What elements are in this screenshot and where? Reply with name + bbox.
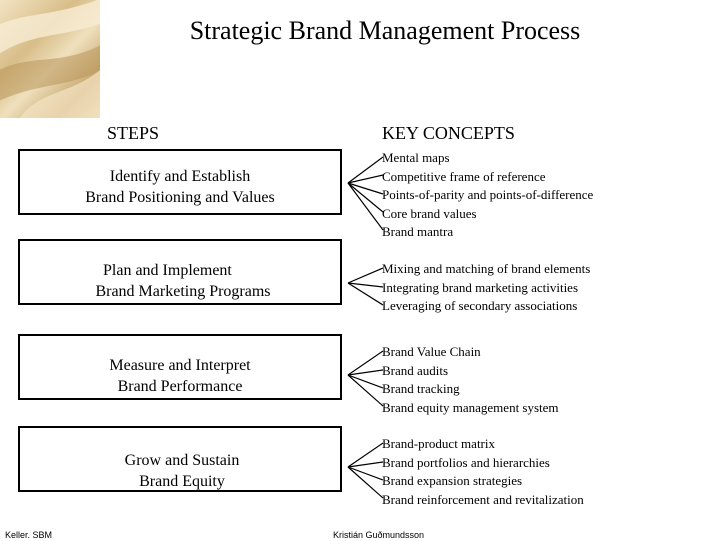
arrow-line bbox=[347, 350, 384, 376]
page-title: Strategic Brand Management Process bbox=[189, 16, 581, 45]
arrow-line bbox=[347, 282, 384, 288]
concept-list-measure: Brand Value Chain Brand audits Brand tra… bbox=[382, 343, 559, 417]
step-label-line1: Grow and Sustain bbox=[124, 452, 240, 469]
concept-item: Brand tracking bbox=[382, 381, 460, 396]
concept-item: Brand mantra bbox=[382, 224, 454, 239]
arrow-group-plan bbox=[347, 267, 384, 306]
step-label-measure: Measure and Interpret Brand Performance bbox=[30, 355, 330, 397]
step-label-line2: Brand Performance bbox=[117, 378, 243, 395]
concept-item: Brand reinforcement and revitalization bbox=[382, 491, 584, 507]
arrow-line bbox=[347, 466, 384, 499]
concept-item: Mental maps bbox=[382, 150, 450, 165]
step-label-identify: Identify and Establish Brand Positioning… bbox=[30, 166, 330, 208]
concept-item: Mixing and matching of brand elements bbox=[382, 261, 591, 276]
concept-list-plan: Mixing and matching of brand elements In… bbox=[382, 260, 590, 316]
step-label-grow: Grow and Sustain Brand Equity bbox=[32, 450, 332, 492]
step-box-grow bbox=[18, 426, 342, 492]
arrow-line bbox=[347, 369, 384, 376]
arrow-line bbox=[347, 466, 384, 481]
arrow-line bbox=[347, 182, 384, 231]
concept-item: Brand audits bbox=[382, 362, 449, 378]
footer-source: Keller. SBM bbox=[5, 530, 53, 540]
arrow-line bbox=[347, 174, 384, 184]
key-concepts-heading: KEY CONCEPTS bbox=[382, 123, 515, 143]
step-label-plan: Plan and Implement Brand Marketing Progr… bbox=[33, 260, 333, 302]
concept-item: Integrating brand marketing activities bbox=[382, 279, 579, 295]
concept-item: Points-of-parity and points-of-differenc… bbox=[382, 187, 594, 202]
step-label-line1: Identify and Establish bbox=[109, 168, 251, 185]
steps-heading: STEPS bbox=[107, 123, 160, 143]
step-box-measure bbox=[18, 334, 342, 400]
arrow-line bbox=[347, 374, 384, 407]
step-label-line2: Brand Positioning and Values bbox=[85, 189, 275, 206]
concept-item: Brand-product matrix bbox=[382, 436, 495, 451]
step-box-identify bbox=[18, 149, 342, 215]
concept-item: Brand equity management system bbox=[382, 399, 559, 415]
arrow-line bbox=[347, 442, 384, 468]
concept-item: Leveraging of secondary associations bbox=[382, 298, 578, 313]
arrow-line bbox=[347, 374, 384, 389]
arrow-line bbox=[347, 182, 384, 195]
concept-item: Competitive frame of reference bbox=[382, 168, 546, 184]
arrow-line bbox=[347, 182, 384, 213]
arrow-line bbox=[347, 156, 384, 184]
concept-item: Brand Value Chain bbox=[382, 344, 481, 359]
concept-list-identify: Mental maps Competitive frame of referen… bbox=[382, 149, 593, 242]
decorative-corner-image bbox=[0, 0, 100, 118]
concept-item: Core brand values bbox=[382, 205, 477, 221]
arrow-line bbox=[347, 267, 384, 284]
arrow-group-measure bbox=[347, 350, 384, 407]
step-label-line1: Measure and Interpret bbox=[109, 357, 251, 374]
arrow-line bbox=[347, 282, 384, 306]
step-label-line2: Brand Equity bbox=[139, 473, 225, 490]
step-label-line1: Plan and Implement bbox=[103, 262, 232, 279]
concept-item: Brand portfolios and hierarchies bbox=[382, 454, 550, 470]
step-box-plan bbox=[18, 239, 342, 305]
step-label-line2: Brand Marketing Programs bbox=[95, 283, 271, 300]
footer-author: Kristián Guðmundsson bbox=[333, 530, 425, 540]
arrow-group-grow bbox=[347, 442, 384, 499]
concept-list-grow: Brand-product matrix Brand portfolios an… bbox=[382, 435, 584, 509]
concept-item: Brand expansion strategies bbox=[382, 473, 523, 488]
arrow-group-identify bbox=[347, 156, 384, 231]
arrow-line bbox=[347, 461, 384, 468]
